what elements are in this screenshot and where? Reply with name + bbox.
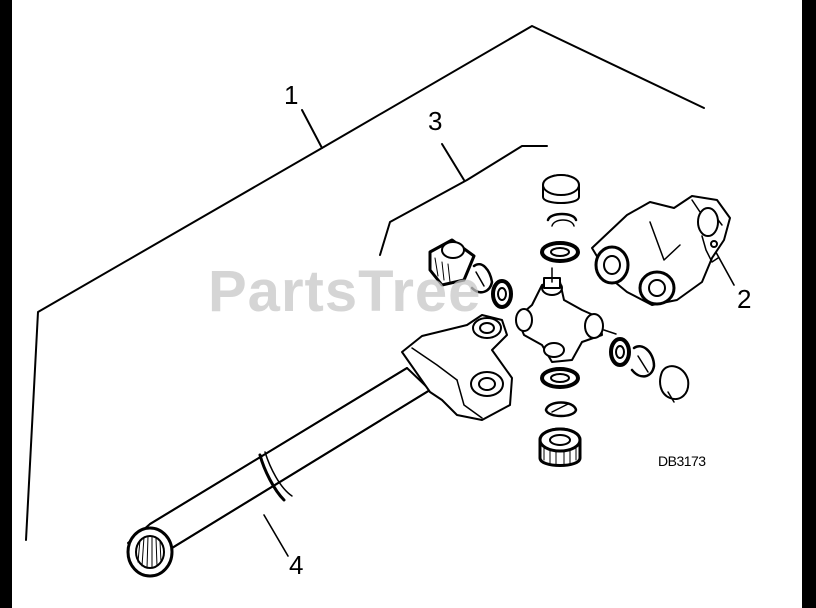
diagram-canvas: PartsTree 1 2 3 4 DB3173 (12, 0, 802, 608)
callout-label-3: 3 (428, 106, 443, 136)
callout-label-4: 4 (289, 550, 304, 580)
drawing-code: DB3173 (658, 453, 706, 469)
drive-shaft-tube (126, 367, 431, 578)
parts-illustration (25, 25, 735, 578)
upper-bearing-stack (540, 174, 580, 263)
right-bearing-stack (609, 337, 690, 403)
leader-line-4 (263, 514, 289, 557)
end-yoke (591, 195, 731, 306)
watermark-text: PartsTree (208, 259, 482, 324)
left-bearing-stack (428, 238, 513, 309)
callout-label-1: 1 (284, 80, 299, 110)
kit-bracket-3 (379, 143, 548, 256)
callout-label-2: 2 (737, 284, 752, 314)
assembly-bracket-1 (25, 25, 705, 541)
u-joint-cross (515, 267, 617, 363)
lower-bearing-stack (538, 367, 582, 467)
tube-yoke (401, 314, 513, 421)
